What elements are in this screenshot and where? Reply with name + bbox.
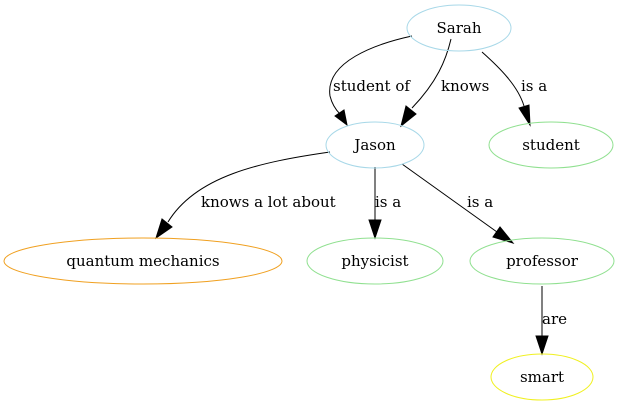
edge-label-is-a-professor: is a — [467, 193, 493, 211]
arrowhead — [400, 105, 417, 128]
node-sarah-label: Sarah — [437, 19, 482, 37]
node-physicist-shape — [306, 237, 444, 285]
edge-jason-quantum: knows a lot about — [155, 151, 336, 240]
node-quantum-mechanics[interactable]: quantum mechanics — [3, 237, 283, 285]
edge-label-student-of: student of — [333, 77, 411, 95]
node-professor[interactable]: professor — [469, 237, 615, 285]
edge-label-are: are — [542, 310, 567, 328]
arrowhead — [518, 104, 531, 127]
edge-line — [411, 38, 452, 109]
edge-label-is-a-student: is a — [521, 77, 547, 95]
node-smart[interactable]: smart — [490, 353, 594, 401]
edge-line — [481, 51, 525, 107]
node-sarah-shape — [406, 4, 512, 52]
arrowhead — [368, 219, 382, 240]
edge-jason-professor: is a — [401, 163, 515, 244]
node-jason[interactable]: Jason — [325, 121, 425, 169]
node-professor-shape — [469, 237, 615, 285]
edge-line — [329, 35, 413, 115]
node-jason-label: Jason — [352, 136, 396, 154]
node-physicist[interactable]: physicist — [306, 237, 444, 285]
node-jason-shape — [325, 121, 425, 169]
edge-professor-smart: are — [535, 286, 567, 356]
node-professor-label: professor — [506, 252, 579, 270]
node-sarah[interactable]: Sarah — [406, 4, 512, 52]
edge-sarah-student: is a — [481, 51, 547, 127]
edge-label-knows-a-lot-about: knows a lot about — [201, 193, 336, 211]
edge-label-is-a-physicist: is a — [375, 193, 401, 211]
edge-line — [167, 151, 331, 223]
node-quantum-mechanics-label: quantum mechanics — [66, 252, 219, 270]
node-physicist-label: physicist — [341, 252, 408, 270]
node-smart-label: smart — [520, 368, 564, 386]
edge-sarah-jason-student-of: student of — [329, 35, 413, 127]
edge-sarah-jason-knows: knows — [400, 38, 489, 128]
edge-jason-physicist: is a — [368, 167, 401, 240]
node-student-shape — [488, 121, 614, 169]
edge-line — [401, 163, 498, 233]
node-student[interactable]: student — [488, 121, 614, 169]
node-quantum-mechanics-shape — [3, 237, 283, 285]
arrowhead — [492, 226, 515, 244]
arrowhead — [155, 218, 173, 240]
edge-label-knows: knows — [441, 77, 489, 95]
node-student-label: student — [522, 136, 580, 154]
arrowhead — [334, 109, 348, 127]
arrowhead — [535, 335, 549, 356]
node-smart-shape — [490, 353, 594, 401]
